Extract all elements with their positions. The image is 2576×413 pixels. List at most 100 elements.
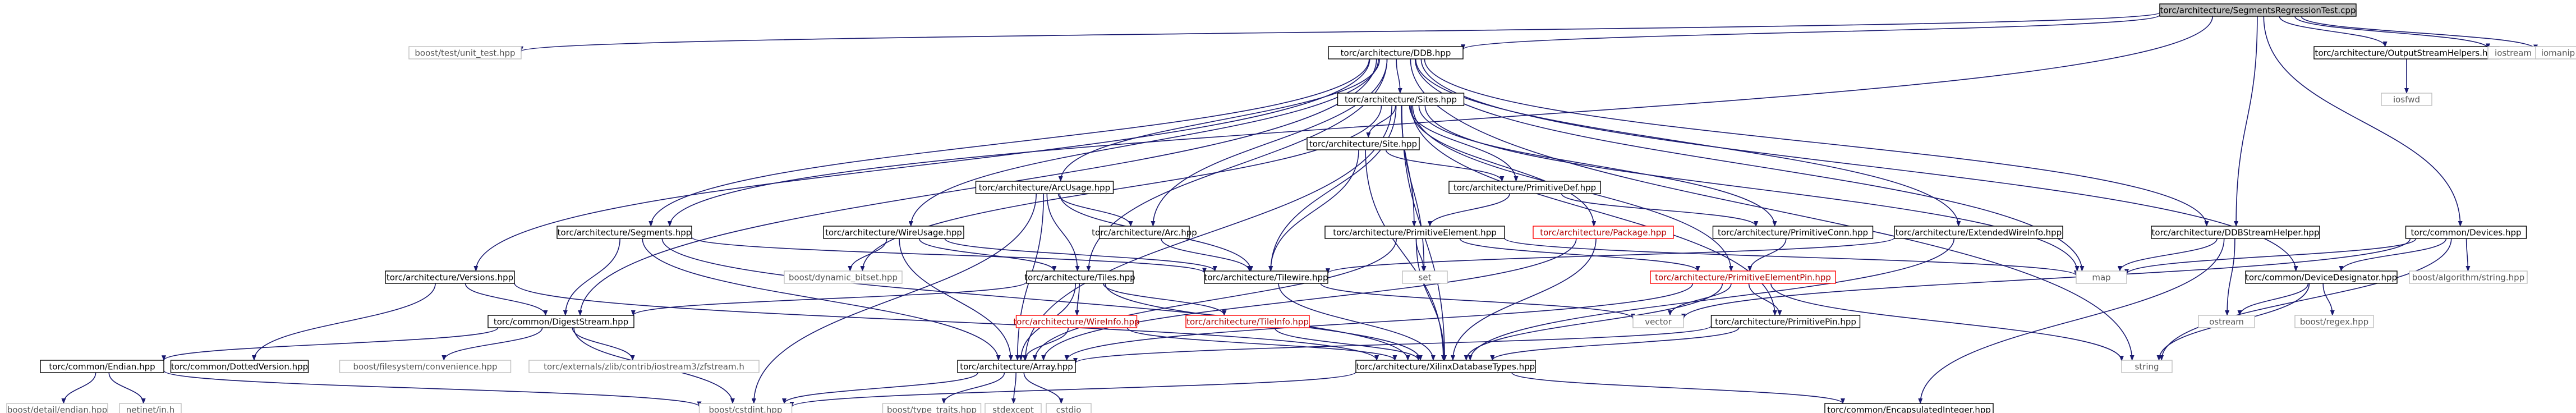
node-label: map	[2092, 273, 2110, 283]
node-devdes[interactable]: torc/common/DeviceDesignator.hpp	[2245, 270, 2398, 284]
node-box	[1328, 46, 1464, 59]
node-segments[interactable]: torc/architecture/Segments.hpp	[556, 226, 692, 239]
node-bdendian: boost/detail/endian.hpp	[6, 403, 108, 413]
node-pdef[interactable]: torc/architecture/PrimitiveDef.hpp	[1448, 181, 1601, 194]
node-box	[1402, 270, 1448, 284]
node-box	[1185, 315, 1310, 328]
edge-wireinfo-to-xdbtypes	[1126, 327, 1397, 361]
node-box	[1894, 226, 2063, 239]
edge-endian-to-netinet	[108, 372, 146, 404]
node-tiles[interactable]: torc/architecture/Tiles.hpp	[1024, 270, 1135, 284]
node-devices[interactable]: torc/common/Devices.hpp	[2405, 226, 2527, 239]
node-endian[interactable]: torc/common/Endian.hpp	[40, 360, 164, 373]
node-ppin[interactable]: torc/architecture/PrimitivePin.hpp	[1710, 315, 1861, 328]
edge-layer	[61, 12, 2538, 407]
node-extwire[interactable]: torc/architecture/ExtendedWireInfo.hpp	[1894, 226, 2063, 239]
node-pelem[interactable]: torc/architecture/PrimitiveElement.hpp	[1324, 226, 1505, 239]
edge-site-to-tilewire	[1268, 149, 1359, 272]
edge-array-to-cstdio	[1023, 372, 1064, 404]
node-digest[interactable]: torc/common/DigestStream.hpp	[487, 315, 634, 328]
node-ddbsh[interactable]: torc/architecture/DDBStreamHelper.hpp	[2151, 226, 2320, 239]
node-root[interactable]: torc/architecture/SegmentsRegressionTest…	[2159, 3, 2357, 17]
edge-sites-to-set	[1401, 105, 1427, 272]
edge-root-to-osh	[2279, 16, 2388, 47]
node-label: cstdio	[1056, 405, 1082, 413]
edge-sites-to-map	[1424, 105, 2080, 272]
node-tilewire[interactable]: torc/architecture/Tilewire.hpp	[1204, 270, 1328, 284]
node-label: torc/architecture/Segments.hpp	[558, 228, 692, 238]
node-label: torc/architecture/ExtendedWireInfo.hpp	[1896, 228, 2062, 238]
node-box	[385, 270, 515, 284]
node-ostream: ostream	[2198, 315, 2255, 328]
node-sites[interactable]: torc/architecture/Sites.hpp	[1337, 93, 1465, 106]
node-versions[interactable]: torc/architecture/Versions.hpp	[385, 270, 515, 284]
edge-digest-to-cfstream	[572, 327, 635, 361]
node-pconn[interactable]: torc/architecture/PrimitiveConn.hpp	[1712, 226, 1874, 239]
edge-array-to-stdexcept	[1011, 372, 1016, 404]
node-box	[2151, 226, 2320, 239]
node-package[interactable]: torc/architecture/Package.hpp	[1533, 226, 1674, 239]
node-box	[1712, 226, 1874, 239]
edge-pdef-to-pconn	[1561, 193, 1759, 227]
edge-endian-to-bdendian	[61, 372, 96, 404]
node-box	[1015, 315, 1138, 328]
node-box	[2121, 360, 2173, 373]
edge-root-to-devices	[2263, 16, 2463, 227]
node-label: torc/common/EncapsulatedInteger.hpp	[1827, 405, 1991, 413]
node-box	[1710, 315, 1861, 328]
node-dynbitset: boost/dynamic_bitset.hpp	[784, 270, 903, 284]
node-box	[408, 46, 522, 59]
node-label: torc/common/DeviceDesignator.hpp	[2246, 273, 2397, 283]
edge-pelem-to-xdbtypes	[1415, 238, 1447, 361]
node-box	[2409, 270, 2528, 284]
node-label: torc/architecture/PrimitiveConn.hpp	[1718, 228, 1868, 238]
node-xdbtypes[interactable]: torc/architecture/XilinxDatabaseTypes.hp…	[1355, 360, 1536, 373]
edge-pelem-to-map	[1504, 237, 2078, 277]
node-tileinfo[interactable]: torc/architecture/TileInfo.hpp	[1185, 315, 1310, 328]
edge-wireinfo-to-array	[1022, 327, 1069, 361]
node-label: boost/filesystem/convenience.hpp	[353, 362, 498, 372]
node-dotted[interactable]: torc/common/DottedVersion.hpp	[170, 360, 309, 373]
node-box	[882, 403, 982, 413]
node-box	[1448, 181, 1601, 194]
edge-devices-to-map	[2124, 238, 2417, 275]
node-label: torc/architecture/Tilewire.hpp	[1204, 273, 1328, 283]
edge-pconn-to-pelempin	[1747, 238, 1787, 272]
node-label: torc/architecture/WireUsage.hpp	[825, 228, 962, 238]
node-array[interactable]: torc/architecture/Array.hpp	[957, 360, 1076, 373]
edge-arcusage-to-arc	[1057, 193, 1133, 227]
node-string: string	[2121, 360, 2173, 373]
node-encint[interactable]: torc/common/EncapsulatedInteger.hpp	[1824, 403, 1994, 413]
node-map: map	[2076, 270, 2127, 284]
node-label: boost/dynamic_bitset.hpp	[789, 273, 898, 283]
node-site[interactable]: torc/architecture/Site.hpp	[1307, 137, 1420, 150]
edge-pelempin-to-xdbtypes	[1464, 283, 1723, 361]
node-box	[2159, 3, 2357, 17]
edge-ppin-to-xdbtypes	[1490, 327, 1740, 361]
node-label: set	[1419, 273, 1432, 283]
node-ddb[interactable]: torc/architecture/DDB.hpp	[1328, 46, 1464, 59]
node-osh[interactable]: torc/architecture/OutputStreamHelpers.hp…	[2313, 46, 2500, 59]
edge-segments-to-tilewire	[691, 236, 1207, 274]
node-box	[784, 270, 903, 284]
node-label: boost/algorithm/string.hpp	[2412, 273, 2524, 283]
edge-ddb-to-segments	[648, 58, 1370, 227]
node-wireusage[interactable]: torc/architecture/WireUsage.hpp	[823, 226, 964, 239]
node-iostream: iostream	[2487, 46, 2539, 59]
node-pelempin[interactable]: torc/architecture/PrimitiveElementPin.hp…	[1650, 270, 1836, 284]
node-label: torc/architecture/Sites.hpp	[1345, 95, 1457, 105]
node-wireinfo[interactable]: torc/architecture/WireInfo.hpp	[1013, 315, 1140, 328]
node-label: torc/architecture/Package.hpp	[1540, 228, 1667, 238]
node-cstdio: cstdio	[1046, 403, 1092, 413]
edge-wireusage-to-array	[899, 238, 1013, 361]
node-box	[1533, 226, 1674, 239]
node-arcusage[interactable]: torc/architecture/ArcUsage.hpp	[975, 181, 1114, 194]
edge-sites-to-site	[1366, 105, 1396, 138]
edge-ddb-to-devdes	[1420, 58, 2298, 272]
edge-devdes-to-regex	[2322, 283, 2335, 316]
node-arc[interactable]: torc/architecture/Arc.hpp	[1092, 226, 1197, 239]
edge-pdef-to-pelem	[1427, 193, 1510, 227]
node-label: torc/architecture/ArcUsage.hpp	[979, 183, 1110, 193]
edge-wireusage-to-tilewire	[944, 238, 1217, 272]
edge-devices-to-vector	[1681, 238, 2411, 320]
